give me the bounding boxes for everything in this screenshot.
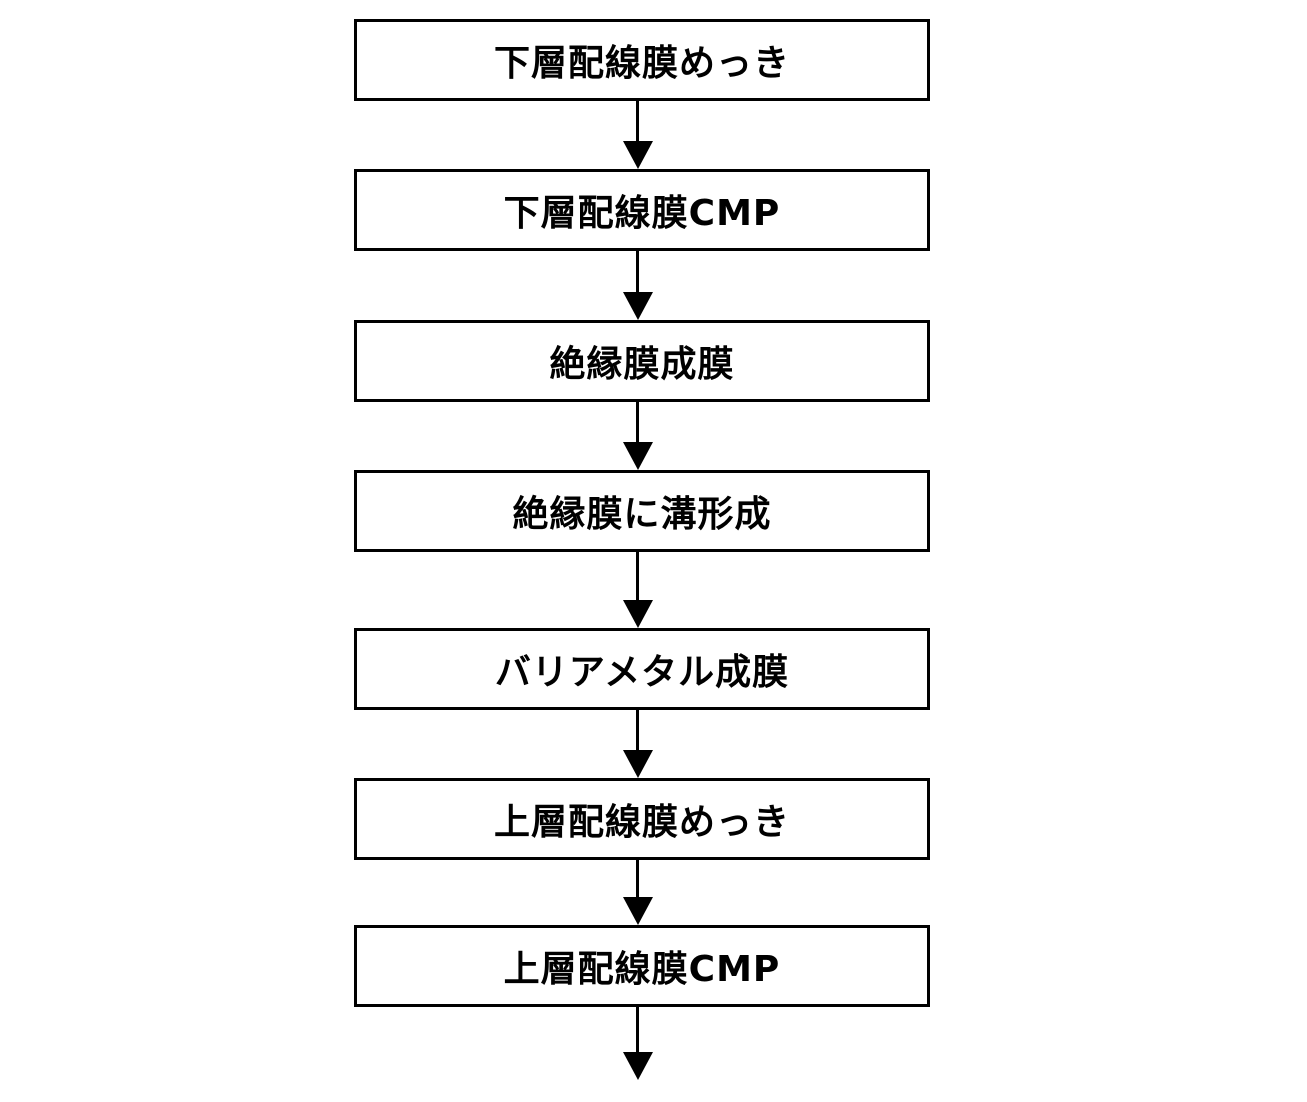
flow-arrow-line [636,1007,639,1054]
flow-arrow-line [636,402,639,444]
process-step-label: 絶縁膜に溝形成 [512,485,771,537]
process-step-label: 絶縁膜成膜 [549,335,734,387]
process-step-box: 絶縁膜に溝形成 [354,470,930,552]
flow-arrow-line [636,552,639,602]
arrow-down-icon [623,292,653,320]
arrow-down-icon [623,897,653,925]
flow-arrow-line [636,710,639,752]
process-step-label: 下層配線膜めっき [494,34,790,86]
process-step-box: 絶縁膜成膜 [354,320,930,402]
flow-arrow-line [636,101,639,143]
process-step-label: 下層配線膜CMP [504,184,781,236]
process-step-label: 上層配線膜CMP [504,940,781,992]
process-step-label: 上層配線膜めっき [494,793,790,845]
process-step-box: バリアメタル成膜 [354,628,930,710]
arrow-down-icon [623,750,653,778]
arrow-down-icon [623,1052,653,1080]
arrow-down-icon [623,141,653,169]
process-step-box: 下層配線膜CMP [354,169,930,251]
flow-arrow-line [636,251,639,294]
process-step-box: 上層配線膜CMP [354,925,930,1007]
process-step-box: 下層配線膜めっき [354,19,930,101]
process-step-label: バリアメタル成膜 [495,643,789,695]
process-step-box: 上層配線膜めっき [354,778,930,860]
arrow-down-icon [623,442,653,470]
flow-arrow-line [636,860,639,899]
arrow-down-icon [623,600,653,628]
